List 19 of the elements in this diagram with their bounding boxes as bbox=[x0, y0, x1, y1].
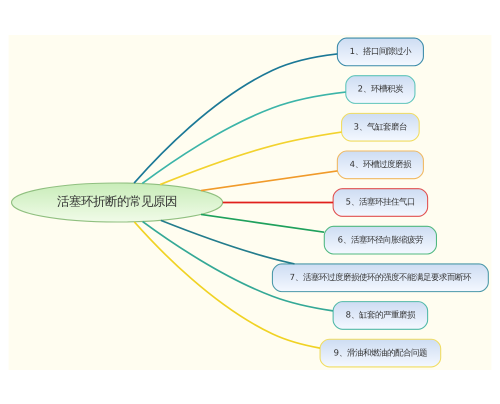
node-box: 6、活塞环径向胀缩疲劳 bbox=[324, 225, 437, 254]
node-box: 7、活塞环过度磨损使环的强度不能满足要求而断环 bbox=[272, 262, 489, 292]
node-box: 4、环槽过度磨损 bbox=[336, 150, 424, 179]
node-box: 3、气缸套磨台 bbox=[341, 112, 420, 142]
node-box: 9、滑油和燃油的配合问题 bbox=[320, 338, 442, 367]
connector bbox=[142, 220, 334, 312]
node-box: 5、活塞环挂住气口 bbox=[332, 188, 428, 216]
connector bbox=[222, 201, 334, 203]
connector bbox=[200, 213, 324, 232]
node-ellipse: 活塞环折断的常见原因 bbox=[11, 182, 224, 222]
node-box: 1、搭口间隙过小 bbox=[336, 37, 424, 66]
connector bbox=[134, 220, 320, 348]
connector bbox=[133, 52, 338, 184]
connector bbox=[160, 219, 295, 264]
node-box: 8、缸套的严重磨损 bbox=[332, 300, 428, 330]
connector bbox=[142, 90, 346, 184]
connector bbox=[200, 170, 338, 191]
connector bbox=[160, 130, 342, 185]
node-box: 2、环槽积炭 bbox=[345, 74, 416, 104]
